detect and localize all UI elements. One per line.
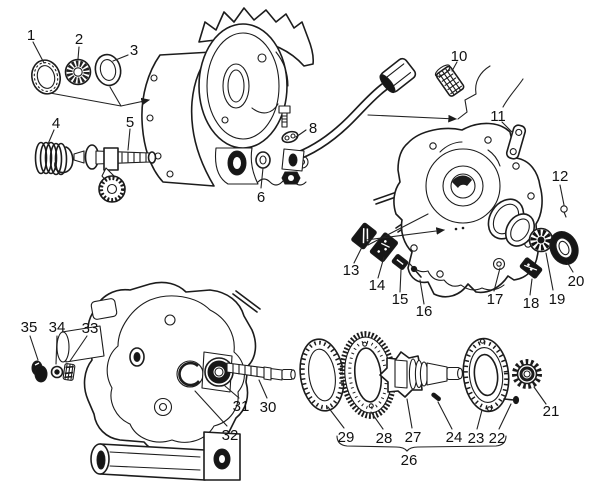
part-19-needle-bearing [528,227,554,253]
callout-33: 33 [82,320,99,337]
callout-4: 4 [52,115,60,132]
callout-18: 18 [523,295,540,312]
part-23-dished-plate [462,337,510,413]
part-10-knurled-bush [434,64,465,97]
part-30-gearbox-shaft [226,362,296,381]
bolt-icon [278,105,291,114]
callout-19: 19 [549,291,566,308]
callout-14: 14 [369,277,386,294]
callout-16: 16 [416,303,433,320]
part-35-cap-nut [31,360,48,383]
parts-13-16-rubber-mounts [351,222,543,279]
callout-34: 34 [49,319,66,336]
callout-8: 8 [309,120,317,137]
callout-26: 26 [401,452,418,469]
part-11-bracket [505,124,527,160]
part-12-screw [560,205,568,218]
part-2-bearing [64,58,92,86]
callout-20: 20 [568,273,585,290]
part-13-rubber-block [351,222,377,250]
callout-12: 12 [552,168,569,185]
part-34-washer [50,365,64,379]
leader-lines [29,41,574,452]
callout-2: 2 [75,31,83,48]
callout-labels: 1 2 3 4 5 6 8 10 11 12 13 14 15 16 17 18… [21,27,585,469]
callout-3: 3 [130,42,138,59]
callout-28: 28 [376,430,393,447]
part-14-rubber-block [369,232,399,263]
part-5-crankshaft [73,144,157,203]
callout-29: 29 [338,429,355,446]
part-33-splined-piece [62,363,76,381]
part-1-seal-ring [31,59,61,95]
callout-22: 22 [489,430,506,447]
part-4-worm-spring [34,141,74,176]
part-24-pin [431,392,441,402]
part-27-clutch-hub [379,351,463,398]
callout-6: 6 [257,189,265,206]
callout-21: 21 [543,403,560,420]
part-17-lug [492,257,506,271]
callout-30: 30 [260,399,277,416]
callout-27: 27 [405,429,422,446]
callout-35: 35 [21,319,38,336]
crankcase-magneto-half [141,7,315,187]
part-31-ball-bearing [201,351,234,393]
crankcase-right-half [373,122,568,298]
part-16-screw [410,265,422,278]
callout-10: 10 [451,48,468,65]
group-brace-26 [336,435,507,452]
kickstart-lever [281,57,417,172]
part-22-screw [503,395,520,405]
part-18-rubber-block [519,257,543,279]
callout-1: 1 [27,27,35,44]
callout-31: 31 [233,398,250,415]
pedal-rubber [379,57,417,94]
part-3-seal-ring [94,53,122,87]
part-29-pressure-ring [299,338,345,412]
callout-15: 15 [392,291,409,308]
clutch-assembly [299,331,542,419]
callout-11: 11 [490,108,506,125]
parts-33-35-fasteners [31,360,76,383]
part-15-rubber-block [391,254,409,270]
callout-13: 13 [343,262,360,279]
callout-23: 23 [468,430,485,447]
part-21-sprocket [512,359,542,389]
callout-32: 32 [222,427,239,444]
callout-5: 5 [126,114,134,131]
callout-24: 24 [446,429,463,446]
part-20-oil-seal [549,231,579,265]
part-6-seal-ring [255,151,271,169]
callout-17: 17 [487,291,504,308]
